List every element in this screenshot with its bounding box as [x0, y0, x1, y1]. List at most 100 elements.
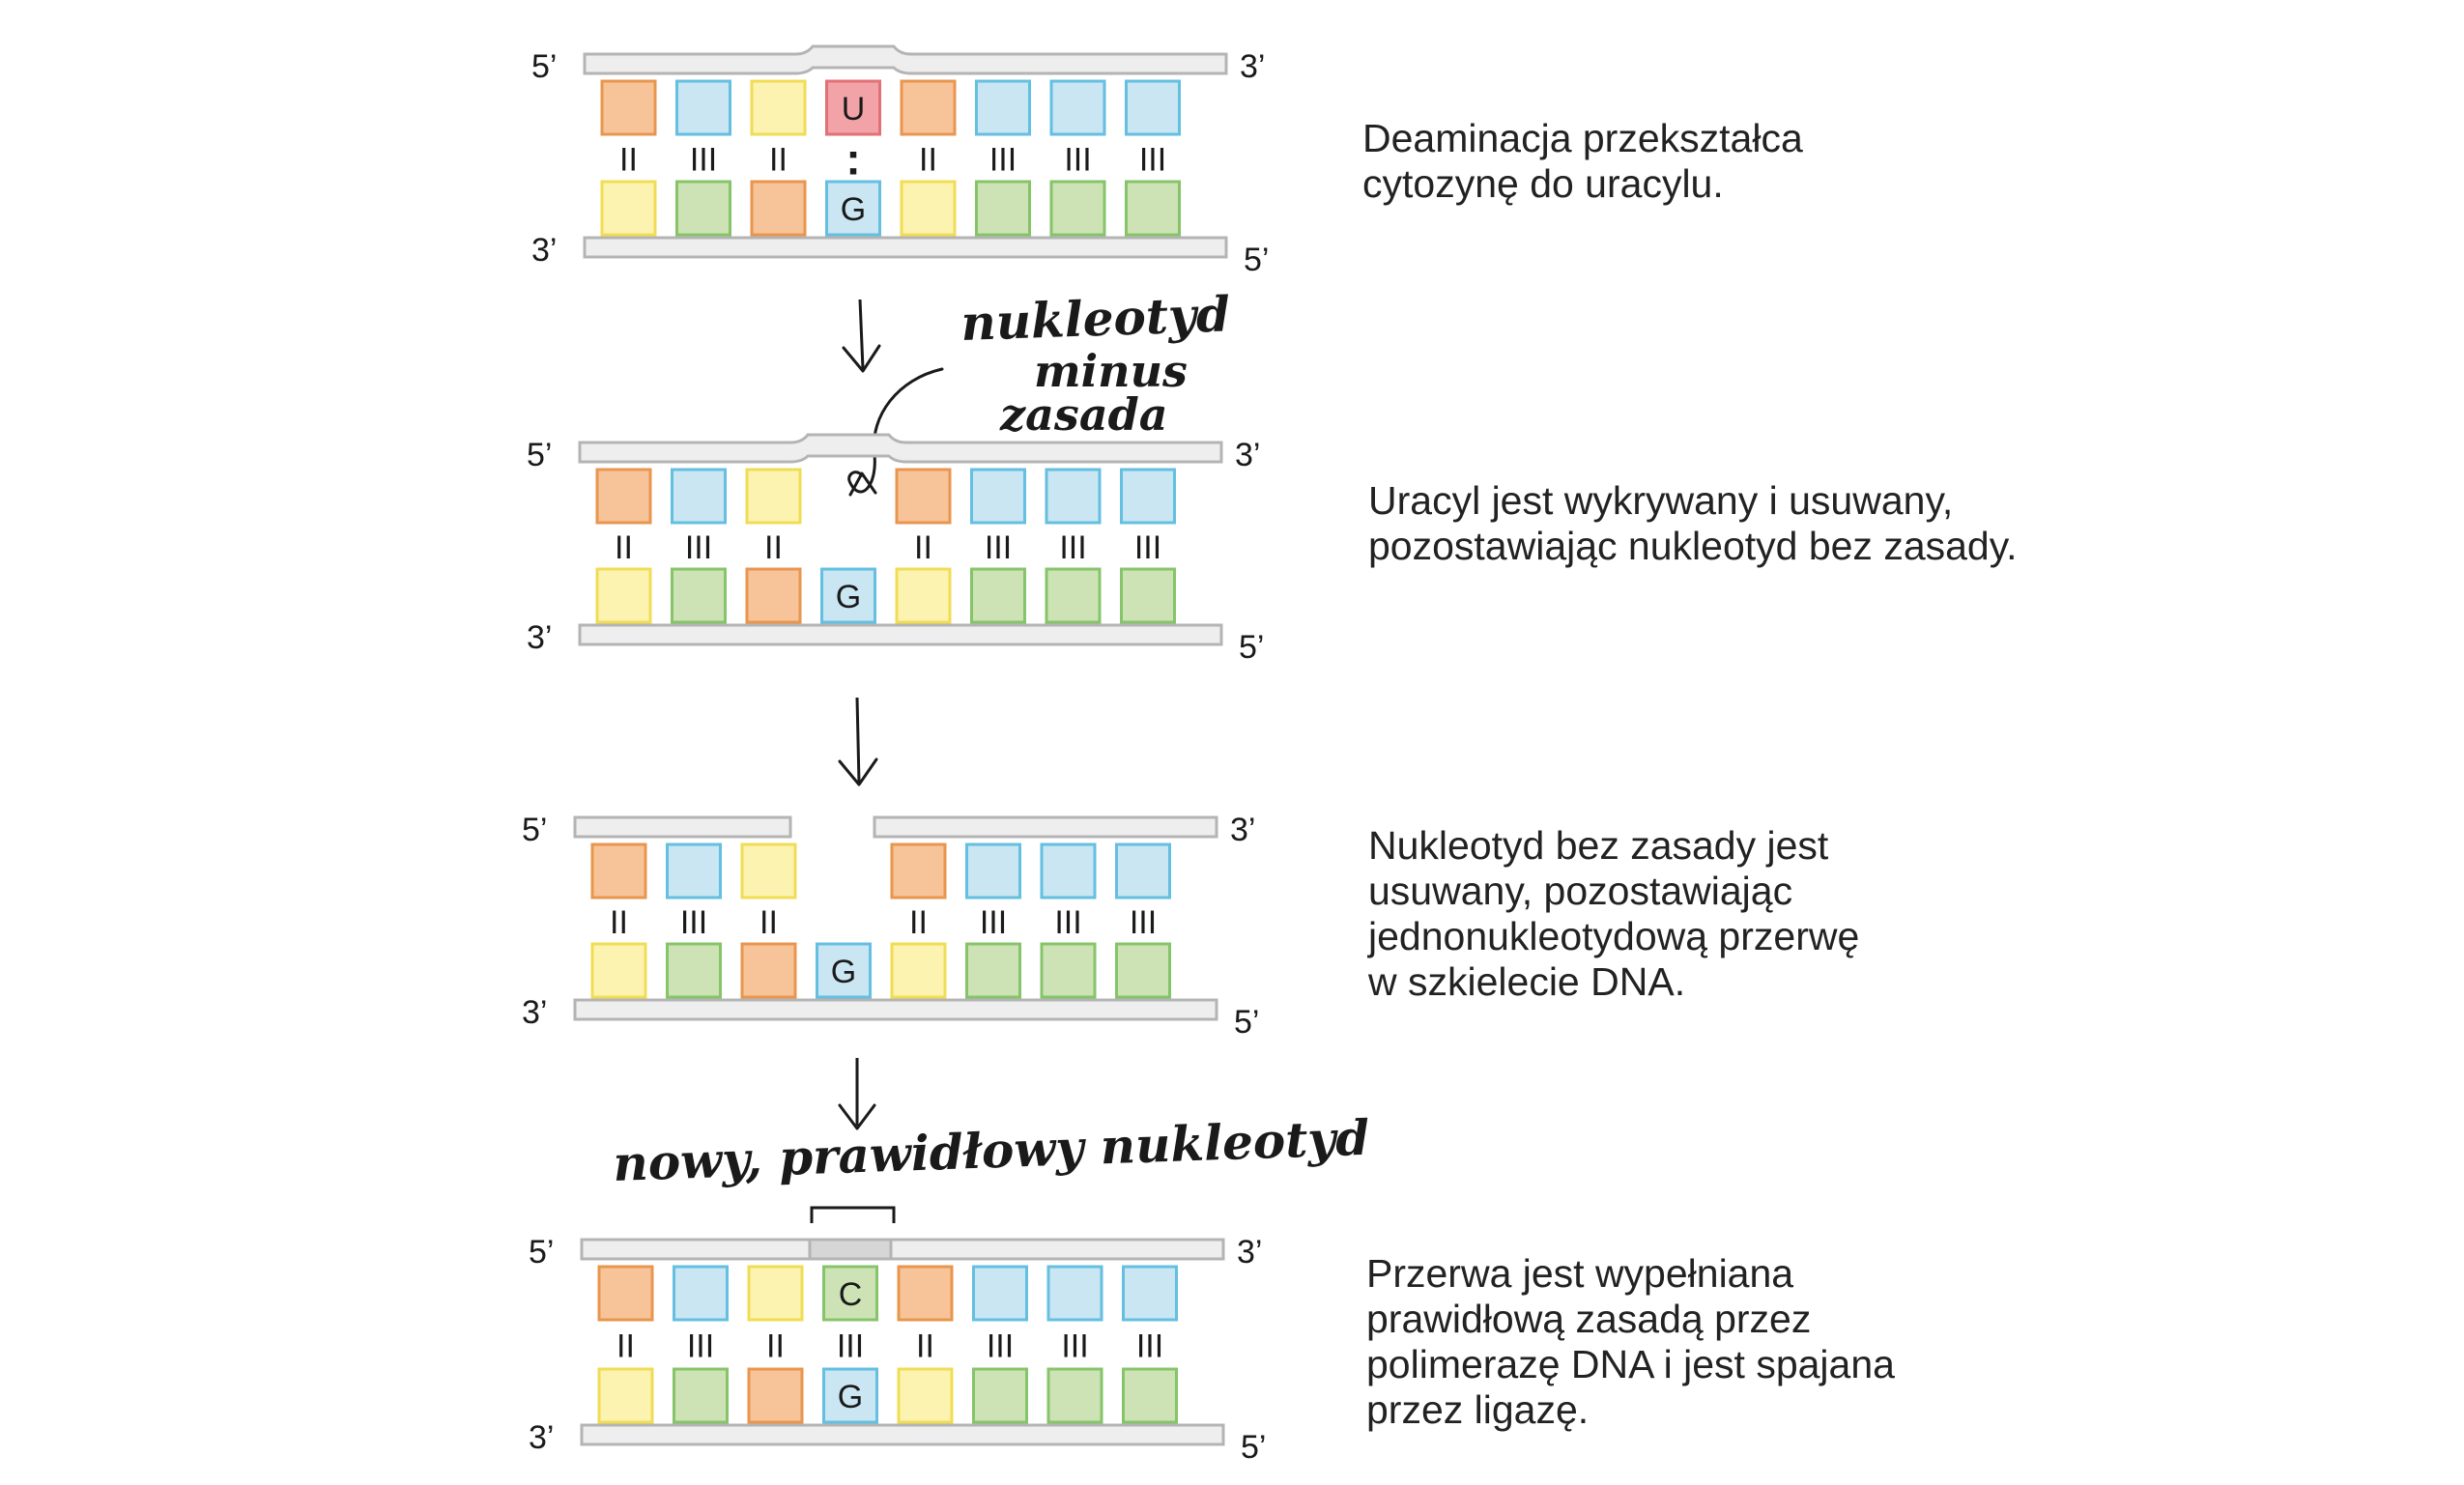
top-backbone-left: [573, 815, 792, 839]
hydrogen-bond-6: III: [989, 142, 1017, 179]
caption-step-4-line-2: prawidłową zasadą przez: [1366, 1297, 1812, 1341]
step-arrow-1: [842, 299, 881, 373]
bottom-base-4: [816, 942, 872, 999]
strand-end-label-bottom-left: 3’: [529, 1419, 554, 1456]
hydrogen-bond-4: III: [837, 1328, 864, 1365]
bottom-base-5: [897, 1367, 954, 1424]
bottom-base-1: [597, 1367, 654, 1424]
caption-step-4-line-1: Przerwa jest wypełniana: [1366, 1251, 1794, 1296]
bottom-base-letter: G: [836, 579, 861, 615]
abasic-note: nukleotyd minus zasada: [960, 285, 1231, 441]
hydrogen-bond-2: III: [685, 529, 712, 566]
caption-step-1: Deaminacja przekształca cytozynę do urac…: [1362, 116, 1803, 207]
strand-end-label-top-left: 5’: [529, 1234, 554, 1271]
bottom-base-7: [1040, 942, 1097, 999]
top-base-2: [671, 468, 727, 525]
strand-end-label-bottom-left: 3’: [522, 994, 547, 1031]
new-nucleotide-note: nowy, prawidłowy nukleotyd: [612, 1109, 1370, 1192]
bottom-base-2: [673, 1367, 729, 1424]
hydrogen-bond-7: III: [1061, 1328, 1088, 1365]
top-base-3: [740, 842, 797, 900]
caption-step-3-line-3: jednonukleotydową przerwę: [1368, 914, 1860, 958]
bottom-base-6: [970, 567, 1026, 624]
new-nucleotide-bracket: [810, 1206, 896, 1223]
strand-end-label-top-left: 5’: [531, 48, 557, 85]
bottom-base-8: [1125, 180, 1181, 237]
bottom-base-7: [1049, 180, 1106, 237]
bottom-base-8: [1122, 1367, 1178, 1424]
caption-step-1-line-1: Deaminacja przekształca: [1362, 116, 1803, 160]
top-base-6: [975, 79, 1031, 136]
bottom-base-5: [890, 942, 947, 999]
bottom-base-4: [825, 180, 881, 237]
hydrogen-bond-6: III: [980, 904, 1007, 941]
abasic-note-line-3: zasada: [999, 388, 1168, 441]
abasic-note-line-2: minus: [1034, 345, 1188, 397]
top-base-8: [1125, 79, 1181, 136]
bottom-base-7: [1045, 567, 1102, 624]
abasic-pointer-arrowhead: [848, 471, 877, 497]
caption-step-3-line-4: w szkielecie DNA.: [1368, 959, 1686, 1004]
strand-end-label-bottom-right: 5’: [1239, 629, 1264, 666]
top-base-7: [1049, 79, 1106, 136]
bottom-base-4: [822, 1367, 878, 1424]
strand-end-label-bottom-left: 3’: [531, 232, 557, 269]
bottom-base-3: [750, 180, 807, 237]
caption-step-4-line-4: przez ligazę.: [1366, 1387, 1590, 1432]
top-base-7: [1046, 1265, 1103, 1322]
top-base-letter: U: [842, 91, 866, 128]
strand-end-label-top-right: 3’: [1235, 437, 1260, 473]
top-base-3: [750, 79, 807, 136]
hydrogen-bond-6: III: [987, 1328, 1014, 1365]
strand-end-label-bottom-right: 5’: [1234, 1004, 1259, 1041]
top-base-1: [600, 79, 657, 136]
hydrogen-bond-2: III: [680, 904, 707, 941]
top-base-1: [595, 468, 652, 525]
caption-step-2-line-1: Uracyl jest wykrywany i usuwany,: [1368, 478, 1954, 523]
hydrogen-bond-5: II: [909, 904, 928, 941]
caption-step-4: Przerwa jest wypełniana prawidłową zasad…: [1366, 1251, 1895, 1433]
bottom-base-8: [1115, 942, 1171, 999]
hydrogen-bond-4: :: [845, 134, 860, 185]
bottom-base-2: [666, 942, 722, 999]
bottom-base-3: [745, 567, 802, 624]
hydrogen-bond-5: II: [919, 142, 937, 179]
strand-end-label-bottom-right: 5’: [1241, 1429, 1266, 1466]
hydrogen-bond-8: III: [1130, 904, 1157, 941]
top-backbone: [583, 44, 1228, 75]
bottom-backbone: [578, 623, 1223, 646]
bottom-base-2: [671, 567, 727, 624]
bottom-base-1: [590, 942, 647, 999]
bottom-base-letter: G: [831, 954, 856, 990]
strand-end-label-top-right: 3’: [1237, 1234, 1262, 1271]
hydrogen-bond-2: III: [687, 1328, 714, 1365]
bottom-base-1: [600, 180, 657, 237]
caption-step-3-line-2: usuwany, pozostawiając: [1368, 869, 1793, 913]
top-base-3: [745, 468, 802, 525]
top-base-4: [825, 79, 881, 136]
hydrogen-bond-7: III: [1054, 904, 1081, 941]
top-base-2: [675, 79, 731, 136]
bottom-backbone: [573, 998, 1218, 1021]
hydrogen-bond-7: III: [1064, 142, 1091, 179]
bottom-base-6: [975, 180, 1031, 237]
repaired-backbone-segment: [808, 1238, 893, 1261]
abasic-pointer-arrow: [847, 367, 944, 494]
hydrogen-bond-1: II: [616, 1328, 635, 1365]
hydrogen-bond-3: II: [764, 529, 783, 566]
hydrogen-bond-8: III: [1134, 529, 1161, 566]
top-base-1: [597, 1265, 654, 1322]
caption-step-3-line-1: Nukleotyd bez zasady jest: [1368, 823, 1829, 868]
hydrogen-bond-3: II: [769, 142, 788, 179]
caption-step-2: Uracyl jest wykrywany i usuwany, pozosta…: [1368, 478, 2018, 569]
top-backbone: [578, 433, 1223, 464]
top-base-5: [900, 79, 957, 136]
bottom-base-4: [820, 567, 876, 624]
hydrogen-bond-3: II: [766, 1328, 785, 1365]
top-base-letter: C: [839, 1276, 863, 1313]
top-backbone: [580, 1238, 1225, 1261]
step-arrow-2: [838, 697, 878, 786]
bottom-base-3: [740, 942, 797, 999]
